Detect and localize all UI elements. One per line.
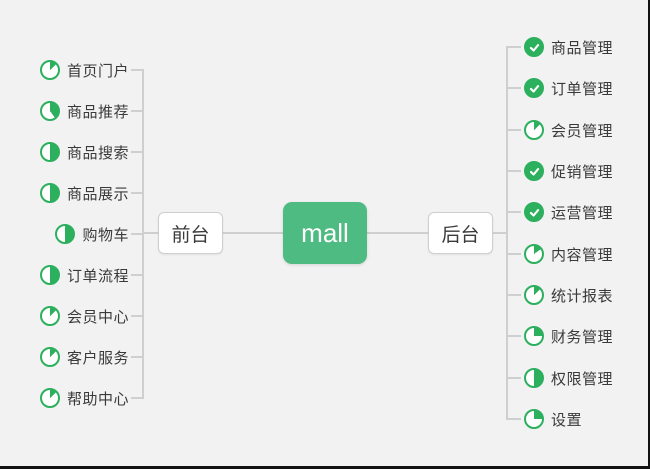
topic-connector-stub [507, 87, 521, 89]
frontend-node-label: 前台 [171, 224, 210, 246]
topic-item[interactable]: 内容管理 [524, 243, 613, 265]
check-icon [529, 167, 539, 176]
connector-bracket-to-frontend [143, 232, 159, 234]
topic-connector-stub [507, 377, 521, 379]
progress-pie-icon[interactable] [524, 120, 544, 140]
window-edge-right [648, 0, 650, 469]
progress-pie-icon[interactable] [524, 285, 544, 305]
topic-connector-stub [507, 211, 521, 213]
connector-frontend-to-root [223, 232, 283, 234]
topic-item-label: 内容管理 [551, 246, 614, 264]
topic-item-label: 会员中心 [66, 308, 129, 326]
topic-item[interactable]: 购物车 [55, 223, 129, 245]
topic-item-label: 商品推荐 [66, 103, 129, 121]
topic-item-label: 权限管理 [551, 370, 614, 388]
window-edge-bottom [0, 466, 650, 469]
topic-item[interactable]: 商品推荐 [39, 100, 129, 122]
progress-pie-icon[interactable] [524, 326, 544, 346]
topic-item[interactable]: 运营管理 [524, 201, 613, 223]
progress-pie-icon[interactable] [39, 183, 60, 203]
topic-item-label: 设置 [551, 411, 583, 429]
topic-item[interactable]: 统计报表 [524, 284, 613, 306]
progress-pie-icon[interactable] [39, 388, 60, 408]
topic-item-label: 商品展示 [66, 185, 129, 203]
check-circle-icon[interactable] [524, 161, 544, 181]
topic-connector-stub [507, 335, 521, 337]
progress-pie-icon[interactable] [39, 101, 60, 121]
progress-pie-icon[interactable] [39, 306, 60, 326]
topic-item-label: 购物车 [82, 226, 129, 244]
progress-pie-icon[interactable] [55, 224, 76, 244]
check-circle-icon[interactable] [524, 37, 544, 57]
check-icon [529, 84, 539, 93]
topic-item[interactable]: 客户服务 [39, 346, 129, 368]
right-bracket-line [506, 46, 508, 420]
topic-item-label: 会员管理 [551, 122, 614, 140]
root-node-label: mall [301, 217, 349, 248]
topic-item[interactable]: 订单管理 [524, 77, 613, 99]
topic-connector-stub [507, 129, 521, 131]
topic-item[interactable]: 权限管理 [524, 367, 613, 389]
topic-item-label: 促销管理 [551, 163, 614, 181]
progress-pie-icon[interactable] [39, 142, 60, 162]
topic-connector-stub [131, 274, 143, 276]
topic-item[interactable]: 会员管理 [524, 119, 613, 141]
topic-item[interactable]: 设置 [524, 408, 582, 430]
left-bracket-line [142, 69, 144, 399]
topic-item-label: 客户服务 [66, 349, 129, 367]
topic-item[interactable]: 会员中心 [39, 305, 129, 327]
progress-pie-icon[interactable] [39, 60, 60, 80]
check-circle-icon[interactable] [524, 202, 544, 222]
check-icon [529, 208, 539, 217]
topic-item[interactable]: 促销管理 [524, 160, 613, 182]
check-circle-icon[interactable] [524, 78, 544, 98]
topic-connector-stub [507, 46, 521, 48]
topic-item-label: 订单流程 [66, 267, 129, 285]
topic-connector-stub [507, 294, 521, 296]
topic-item-label: 商品搜索 [66, 144, 129, 162]
topic-connector-stub [131, 69, 143, 71]
topic-connector-stub [131, 192, 143, 194]
topic-connector-stub [131, 110, 143, 112]
progress-pie-icon[interactable] [524, 409, 544, 429]
topic-item[interactable]: 商品管理 [524, 36, 613, 58]
branch-node-frontend[interactable]: 前台 [158, 212, 223, 254]
topic-connector-stub [131, 397, 143, 399]
progress-pie-icon[interactable] [524, 244, 544, 264]
topic-item[interactable]: 商品搜索 [39, 141, 129, 163]
topic-item-label: 商品管理 [551, 39, 614, 57]
backend-node-label: 后台 [441, 224, 480, 246]
branch-node-backend[interactable]: 后台 [428, 212, 493, 254]
check-icon [529, 43, 539, 52]
topic-item-label: 统计报表 [551, 287, 614, 305]
topic-item[interactable]: 首页门户 [39, 59, 129, 81]
topic-item[interactable]: 订单流程 [39, 264, 129, 286]
topic-connector-stub [131, 151, 143, 153]
topic-item-label: 财务管理 [551, 328, 614, 346]
topic-item[interactable]: 帮助中心 [39, 387, 129, 409]
connector-backend-to-bracket [493, 232, 507, 234]
topic-item-label: 订单管理 [551, 80, 614, 98]
topic-connector-stub [507, 253, 521, 255]
topic-connector-stub [131, 233, 143, 235]
topic-item-label: 帮助中心 [66, 390, 129, 408]
topic-item[interactable]: 财务管理 [524, 325, 613, 347]
progress-pie-icon[interactable] [39, 265, 60, 285]
topic-item-label: 首页门户 [66, 62, 129, 80]
root-node-mall[interactable]: mall [283, 202, 367, 264]
topic-item[interactable]: 商品展示 [39, 182, 129, 204]
topic-connector-stub [507, 418, 521, 420]
topic-connector-stub [131, 356, 143, 358]
connector-root-to-backend [367, 232, 428, 234]
topic-item-label: 运营管理 [551, 204, 614, 222]
topic-connector-stub [507, 170, 521, 172]
topic-connector-stub [131, 315, 143, 317]
progress-pie-icon[interactable] [524, 368, 544, 388]
progress-pie-icon[interactable] [39, 347, 60, 367]
